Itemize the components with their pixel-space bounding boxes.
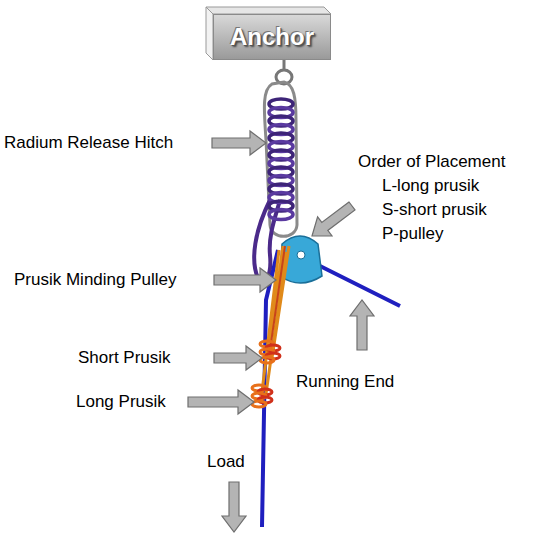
callout-label: S-short prusik	[382, 200, 487, 220]
callout-label: Long Prusik	[76, 392, 166, 412]
callout-label: P-pulley	[382, 224, 443, 244]
callout-label: Prusik Minding Pulley	[14, 270, 177, 290]
callout-label: Load	[207, 452, 245, 472]
pointer-arrow	[188, 390, 254, 414]
pointer-arrow	[212, 131, 266, 155]
pointer-arrow	[214, 268, 276, 292]
pointer-arrow	[350, 300, 374, 350]
hitch-wrap	[269, 210, 293, 220]
prusik-knots	[252, 341, 280, 407]
hitch-wraps	[269, 99, 293, 220]
node-title: Anchor	[230, 23, 314, 51]
callout-label: Short Prusik	[78, 348, 171, 368]
anchor-box-depth	[206, 7, 331, 60]
callout-label: Running End	[296, 372, 394, 392]
anchor-box-side	[206, 7, 213, 60]
carabiner	[264, 82, 297, 236]
pointer-arrow	[312, 202, 355, 236]
anchor-box: Anchor	[213, 14, 331, 60]
anchor-box-top	[206, 7, 331, 14]
callout-label: Order of Placement	[358, 152, 505, 172]
pointer-arrows	[188, 131, 374, 532]
callout-label: Radium Release Hitch	[4, 133, 173, 153]
running-end-rope	[312, 262, 400, 306]
prusik-cords	[262, 246, 289, 394]
pointer-arrow	[214, 346, 262, 370]
prusik-cord-red	[270, 246, 285, 350]
callout-label: L-long prusik	[382, 176, 479, 196]
pointer-arrow	[222, 482, 246, 532]
pulley-axle	[297, 251, 305, 259]
